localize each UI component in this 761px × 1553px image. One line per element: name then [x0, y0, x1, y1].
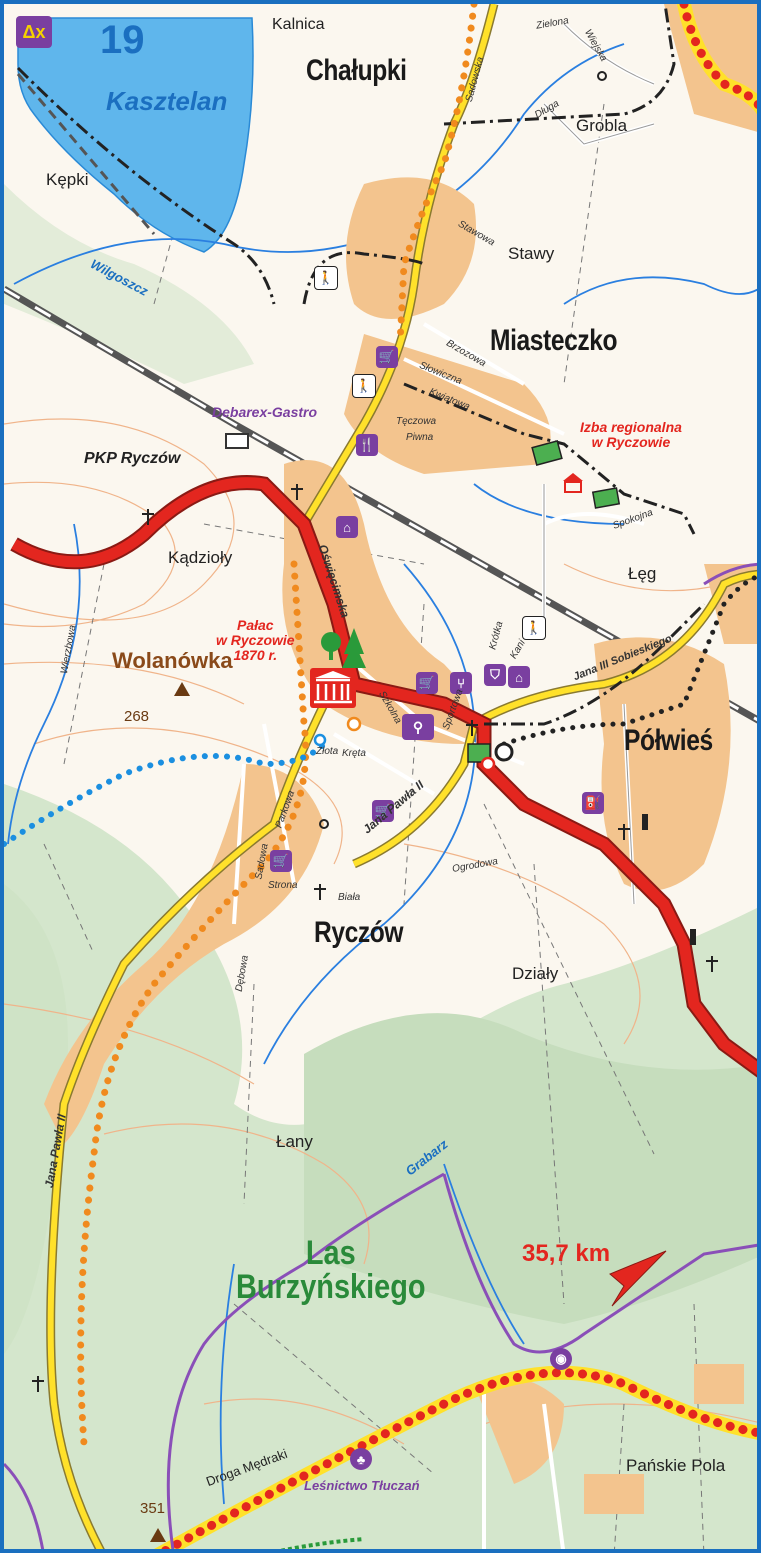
green-boundary	[279, 1537, 365, 1549]
route-badge: Δx	[16, 16, 52, 48]
ryczow-label: Ryczów	[314, 916, 404, 949]
church-icons	[319, 71, 696, 945]
bus-stop-icon: ⌂	[336, 516, 358, 538]
forest-label-line1: Las	[305, 1234, 356, 1272]
palac-label: Pałac w Ryczowie 1870 r.	[216, 618, 295, 663]
chalupki-label: Chałupki	[306, 54, 407, 87]
elevation-268: 268	[124, 708, 150, 725]
debarex-label: Debarex-Gastro	[212, 404, 318, 420]
forest-label-line2: Burzyńskiego	[236, 1268, 426, 1306]
peak-wolanowka-icon	[174, 682, 190, 696]
pkp-station-marker	[225, 433, 249, 449]
street-zlota: Złota	[316, 746, 339, 757]
panskie-pola-label: Pańskie Pola	[626, 1456, 726, 1475]
hiking-icon-3: 🚶	[522, 616, 546, 640]
street-piwna: Piwna	[406, 432, 434, 443]
shop-icon-3: 🛒	[372, 800, 394, 822]
kalnica-label: Kalnica	[272, 16, 325, 33]
izba-label-line2: w Ryczowie	[591, 434, 671, 450]
palac-label-line1: Pałac	[237, 617, 274, 633]
blue-dotted-trail	[4, 741, 327, 847]
restaurant-icon: 🍴	[356, 434, 378, 456]
red-dotted-trail	[154, 4, 757, 1549]
purple-trail	[4, 562, 757, 1549]
peak-351-icon	[150, 1528, 166, 1542]
shop-icon: 🛒	[376, 346, 398, 368]
forest-label: Las Burzyńskiego	[236, 1236, 426, 1304]
viewpoint-icon: ◉	[550, 1348, 572, 1370]
heritage-house-icon	[563, 473, 583, 493]
black-dotted-trail	[501, 574, 757, 747]
polwies-label: Półwieś	[624, 724, 713, 757]
fuel-station-icon: ⛽	[582, 792, 604, 814]
lake-label: Kasztelan	[106, 86, 228, 116]
direction-arrow	[609, 1250, 667, 1307]
map-canvas	[4, 4, 757, 1549]
shop-icon-4: 🛒	[270, 850, 292, 872]
shop-icon-2: 🛒	[416, 672, 438, 694]
lesnictwo-label: Leśnictwo Tłuczań	[304, 1478, 420, 1493]
railway	[4, 73, 757, 724]
kepki-label: Kępki	[46, 170, 89, 189]
circle-markers	[313, 716, 514, 772]
street-ketta: Kręta	[342, 748, 366, 759]
car-service-icon: ⌂	[508, 666, 530, 688]
lake-kasztelan	[17, 17, 254, 253]
palac-label-line3: 1870 r.	[233, 647, 278, 663]
forestry-icon: ♣	[350, 1448, 372, 1470]
police-icon: ⛉	[484, 664, 506, 686]
miasteczko-label: Miasteczko	[490, 324, 618, 357]
palace-icon	[310, 628, 366, 708]
kadzioly-label: Kądzioły	[168, 548, 233, 567]
grobla-label: Grobla	[576, 116, 628, 135]
dzialy-label: Działy	[512, 964, 559, 983]
street-teczowa: Tęczowa	[396, 416, 437, 427]
stawy-label: Stawy	[508, 244, 555, 263]
lany-label: Łany	[276, 1132, 313, 1151]
street-strona: Strona	[268, 880, 298, 891]
route-number: 19	[100, 18, 145, 62]
bicycle-icon: ⚲	[402, 714, 434, 740]
pkp-label: PKP Ryczów	[84, 450, 181, 467]
wolanowka-label: Wolanówka	[112, 648, 233, 673]
elevation-351: 351	[140, 1500, 166, 1517]
izba-label: Izba regionalna w Ryczowie	[580, 420, 682, 450]
park-markers	[467, 440, 621, 763]
hiking-icon: 🚶	[314, 266, 338, 290]
contour-lines	[4, 418, 757, 1445]
fork-icon: ⑂	[450, 672, 472, 694]
street-biala: Biała	[338, 892, 361, 903]
orange-trail	[77, 4, 478, 1448]
field-paths	[43, 103, 705, 1549]
izba-label-line1: Izba regionalna	[580, 419, 682, 435]
hiking-icon-2: 🚶	[352, 374, 376, 398]
admin-boundaries	[16, 4, 706, 726]
palac-label-line2: w Ryczowie	[216, 632, 295, 648]
leg-label: Łęg	[628, 564, 657, 583]
distance-label: 35,7 km	[522, 1240, 611, 1267]
cross-icons	[32, 484, 718, 1392]
